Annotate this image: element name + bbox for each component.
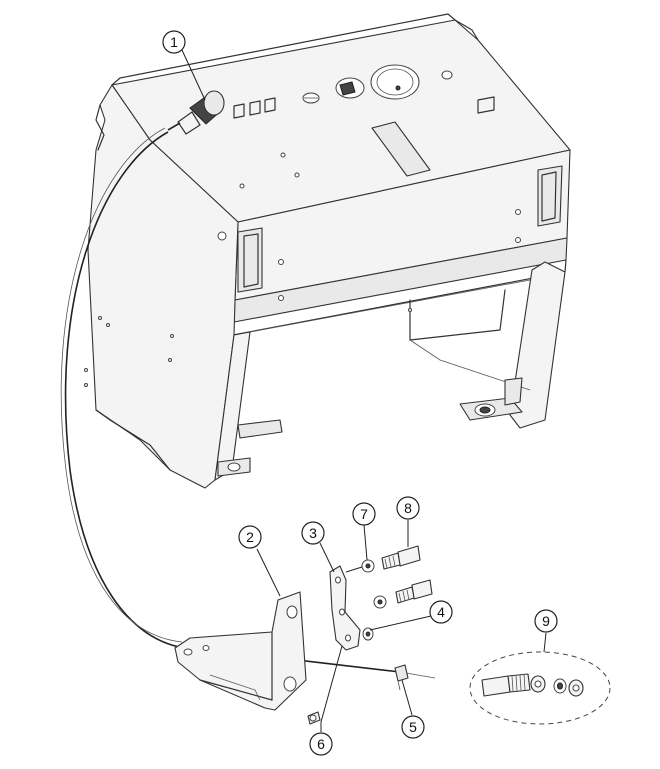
cable-end-kit-detail — [469, 651, 611, 725]
throttle-control-knob — [167, 90, 225, 135]
callout-9-label: 9 — [542, 613, 550, 629]
throttle-lever — [329, 565, 361, 651]
washer-7 — [345, 559, 375, 573]
cable-bracket — [174, 591, 307, 711]
callout-9: 9 — [534, 609, 558, 633]
callout-1: 1 — [162, 30, 186, 54]
callout-1-label: 1 — [170, 34, 178, 50]
callout-7-label: 7 — [360, 506, 368, 522]
callout-6: 6 — [309, 732, 333, 756]
callout-3: 3 — [301, 521, 325, 545]
callout-6-label: 6 — [317, 736, 325, 752]
washer-lower — [373, 595, 387, 609]
callout-7: 7 — [352, 502, 376, 561]
callout-3-label: 3 — [309, 525, 317, 541]
washer-4 — [362, 627, 374, 641]
screw-6 — [307, 711, 321, 725]
cable-fitting-5 — [394, 664, 409, 691]
callout-2-label: 2 — [246, 529, 254, 545]
callout-2: 2 — [238, 525, 262, 549]
callout-8: 8 — [396, 496, 420, 520]
callout-8-label: 8 — [404, 500, 412, 516]
callout-4: 4 — [429, 600, 453, 624]
console-frame — [84, 13, 571, 489]
callout-4-label: 4 — [437, 604, 445, 620]
callout-5: 5 — [401, 715, 425, 739]
bolt-8 — [381, 545, 421, 570]
bolt-lower — [395, 579, 433, 604]
callout-5-label: 5 — [409, 719, 417, 735]
leader-lines — [181, 49, 547, 732]
